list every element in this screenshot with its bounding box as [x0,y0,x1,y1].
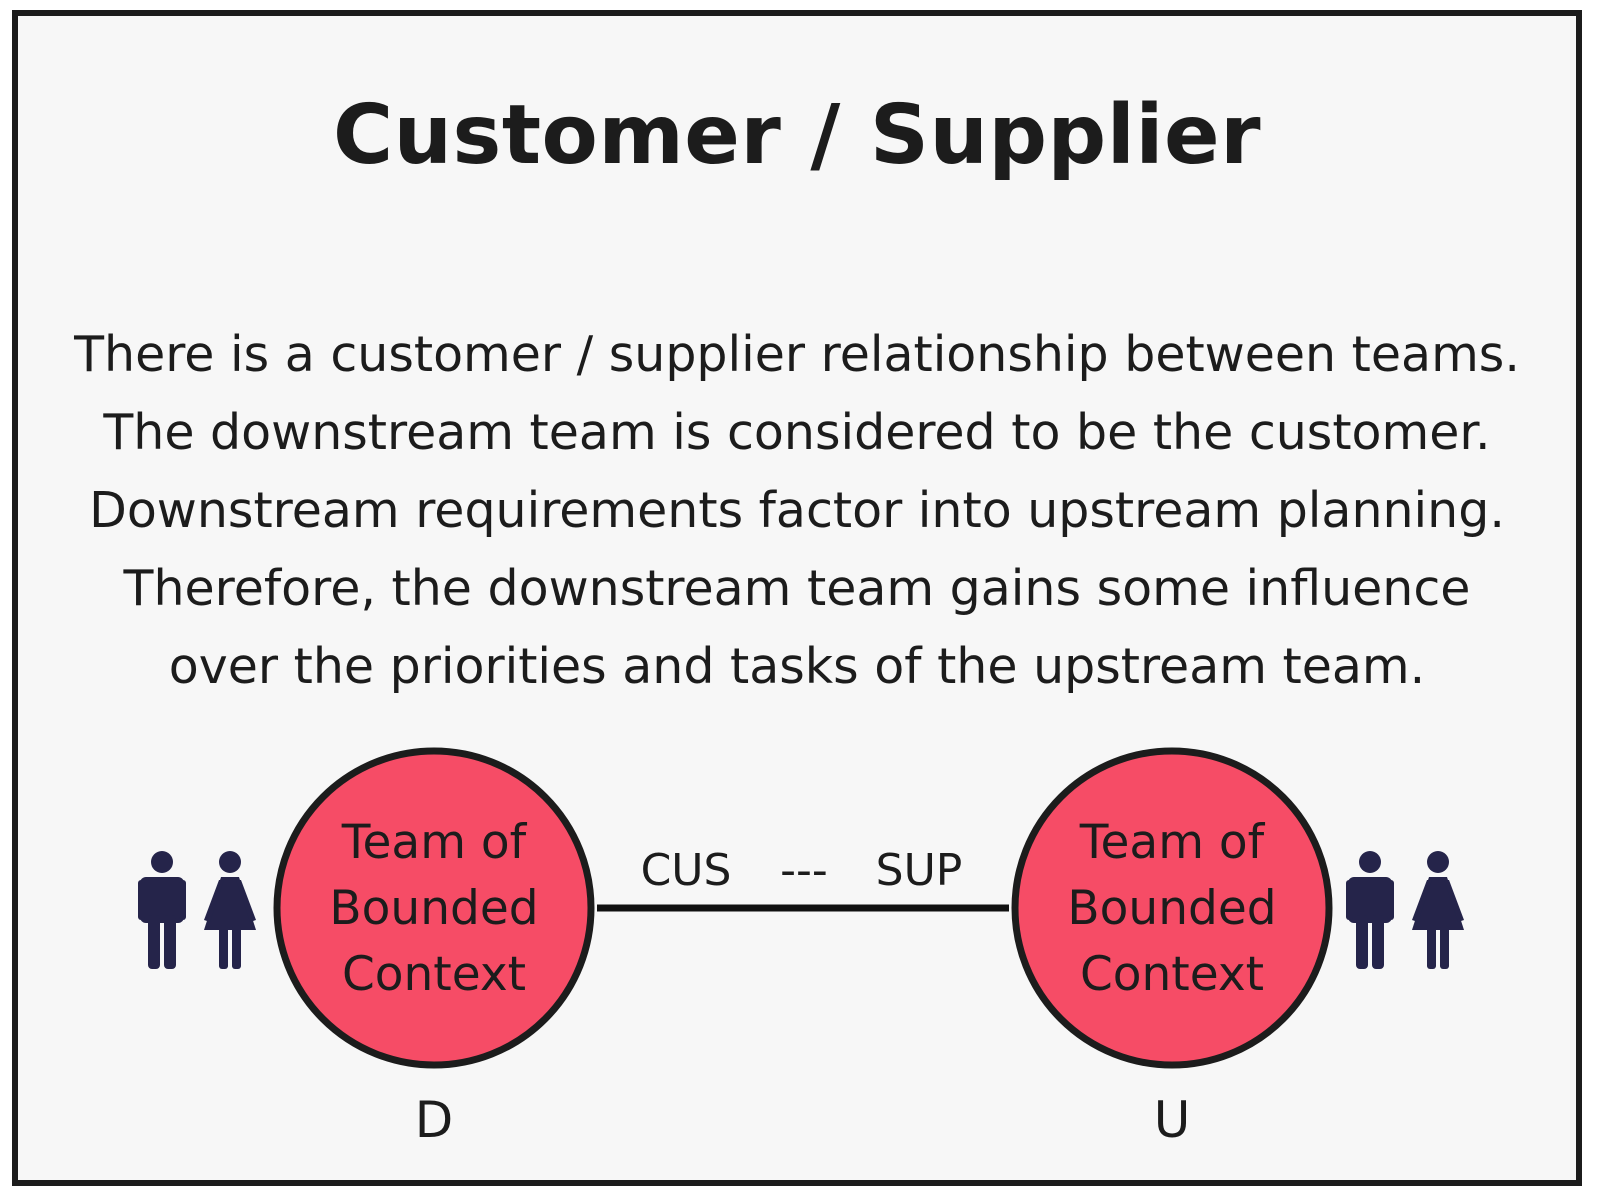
upstream-context-circle [1011,747,1333,1069]
page-title: Customer / Supplier [332,88,1262,183]
downstream-role-label: D [415,1091,454,1149]
diagram-card: Customer / Supplier There is a customer … [12,10,1582,1186]
man-icon [1346,851,1394,969]
man-icon [138,851,186,969]
upstream-role-label: U [1154,1091,1191,1149]
upstream-team: Team of Bounded Context U [1011,747,1464,1149]
woman-icon [1412,851,1464,969]
description-line: Therefore, the downstream team gains som… [123,560,1471,617]
connection-dashes: --- [780,845,828,896]
downstream-circle-line-2: Bounded [329,881,538,936]
description-line: The downstream team is considered to be … [103,404,1491,461]
supplier-label: SUP [876,845,963,896]
description: There is a customer / supplier relations… [38,316,1556,706]
upstream-circle-line-2: Bounded [1067,881,1276,936]
upstream-circle-line-1: Team of [1079,815,1266,870]
customer-label: CUS [641,845,732,896]
downstream-context-circle [273,747,595,1069]
downstream-circle-line-1: Team of [341,815,528,870]
description-line: over the priorities and tasks of the ups… [168,638,1426,695]
downstream-circle-line-3: Context [342,947,526,1002]
downstream-team: Team of Bounded Context D [138,747,595,1149]
description-line: There is a customer / supplier relations… [74,326,1520,383]
woman-icon [204,851,256,969]
upstream-circle-line-3: Context [1080,947,1264,1002]
description-line: Downstream requirements factor into upst… [89,482,1505,539]
